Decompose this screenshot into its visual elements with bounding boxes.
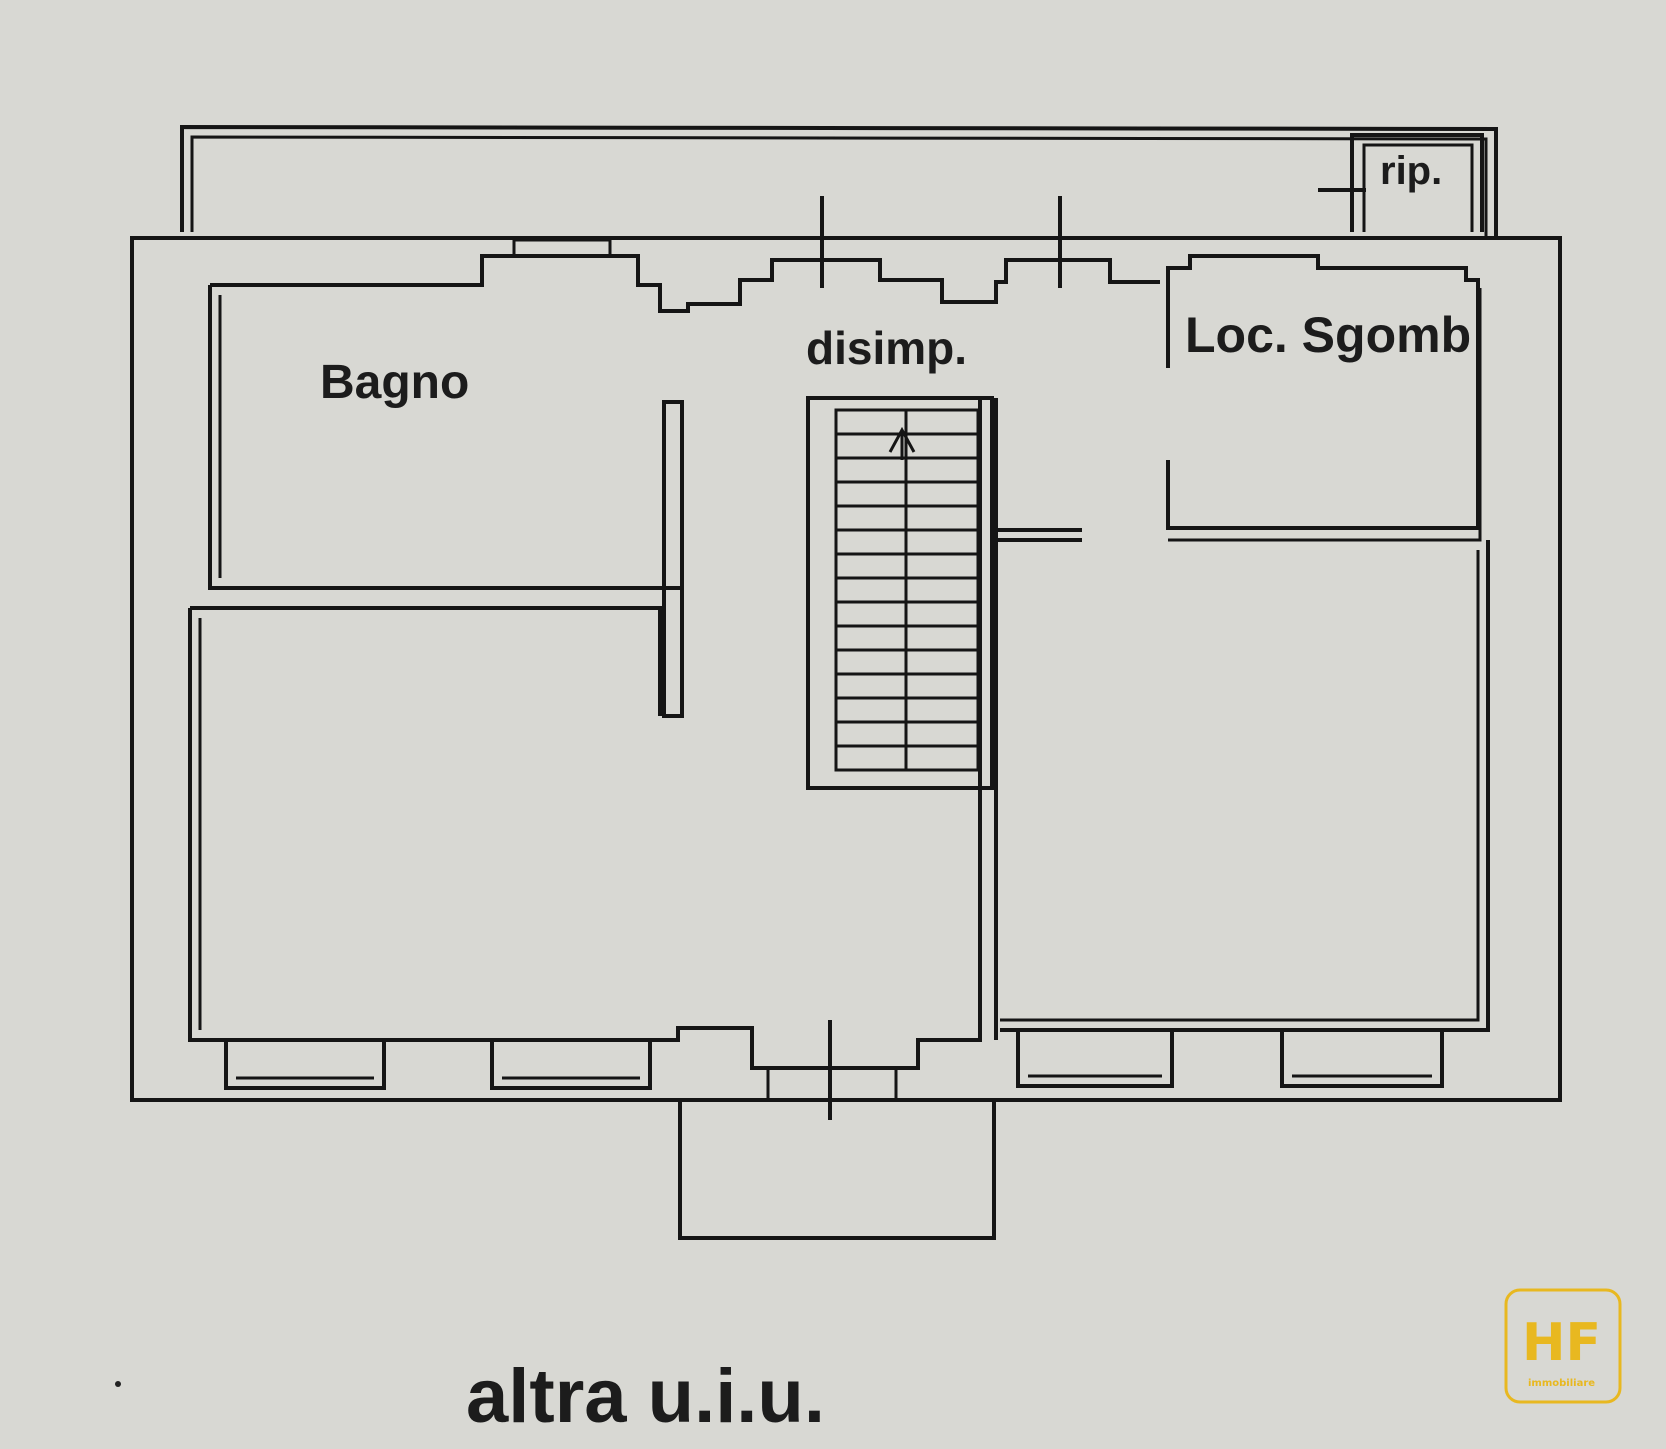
logo-subtitle: immobiliare	[1528, 1378, 1595, 1389]
entrance-landing	[678, 1020, 996, 1240]
bottom-windows	[224, 1030, 1444, 1090]
stray-dot	[115, 1381, 121, 1387]
staircase	[806, 396, 994, 790]
room-lower-left	[188, 606, 982, 1070]
corridor-walls	[978, 398, 1082, 1040]
bathroom	[208, 285, 684, 718]
storage-room	[1166, 254, 1482, 542]
hallway-label: disimp.	[806, 322, 967, 374]
storage-closet	[1318, 133, 1484, 232]
bathroom-label: Bagno	[320, 356, 469, 409]
rear-terrace	[180, 124, 1498, 236]
stair-treads	[836, 432, 978, 748]
agency-logo: HF immobiliare	[1504, 1288, 1622, 1404]
room-lower-right	[1000, 540, 1490, 1032]
plan-caption: altra u.i.u.	[466, 1354, 825, 1439]
outer-walls	[130, 236, 1562, 1102]
logo-mark: HF	[1522, 1313, 1601, 1373]
storage-room-label: Loc. Sgomb	[1185, 307, 1471, 363]
top-wall-profile	[210, 196, 1160, 313]
storage-closet-label: rip.	[1380, 149, 1442, 193]
